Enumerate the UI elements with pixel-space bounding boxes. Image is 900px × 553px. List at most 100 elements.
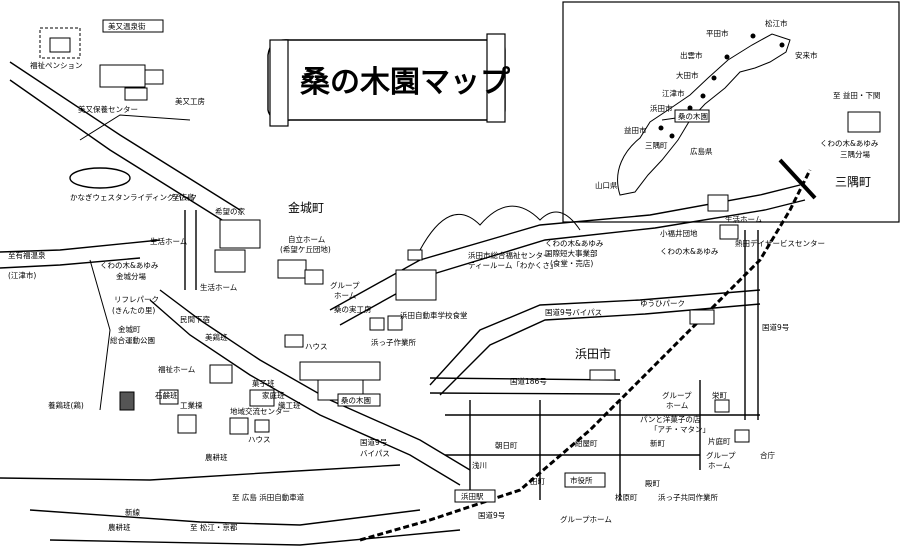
label-kanagi-sports-sub: 総合運動公園 — [110, 335, 155, 345]
label-group-home-4: グループホーム — [560, 514, 612, 524]
label-pan-sub: 「アチ・マタン」 — [650, 425, 710, 434]
label-jiritsu-home: 自立ホーム — [288, 234, 325, 244]
riding-park-track — [69, 167, 131, 189]
label-seikatsu-home-2: 生活ホーム — [200, 282, 237, 292]
label-group-home-1b: ホーム — [334, 291, 356, 300]
label-kuwanomi-kobo: 桑の実工房 — [334, 304, 372, 314]
label-to-matsue: 至 松江・京都 — [190, 522, 238, 532]
buildings — [39, 19, 881, 503]
page-title: 桑の木園マップ — [300, 65, 511, 100]
label-tonomachi: 殿町 — [645, 479, 660, 488]
kuwanomi-kobo-building — [395, 269, 437, 301]
label-misumi-bunshou: くわの木&あゆみ — [820, 138, 879, 148]
label-hamako-2: 浜っ子作業所 — [371, 337, 416, 347]
label-kuwanoki-ayumi-kanagi: くわの木&あゆみ — [100, 260, 159, 270]
inset-map: 平田市 松江市 出雲市 安来市 大田市 江津市 浜田市 益田市 三隅町 広島県 … — [562, 1, 900, 223]
inset-label-yamaguchi: 山口県 — [595, 180, 618, 190]
pension-dashed-box — [39, 27, 81, 59]
inset-label-matsue: 松江市 — [765, 18, 788, 28]
river-bridge — [778, 158, 817, 200]
label-pan: パンと洋菓子の店 — [640, 414, 701, 424]
inset-label-hamada: 浜田市 — [650, 103, 673, 113]
label-noukou: 農耕班 — [205, 452, 228, 462]
label-shokudo-baiten: (食堂・売店) — [550, 258, 593, 268]
hills — [419, 205, 581, 251]
label-kanagi-bunshou: 金城分場 — [116, 271, 146, 281]
label-matsubara: 松原町 — [615, 492, 638, 502]
label-to-ariku: 至有福温泉 — [8, 250, 46, 260]
title-right-post — [486, 33, 506, 123]
label-seikatsu-home-3: 生活ホーム — [725, 214, 762, 224]
label-sakaemachi: 栄町 — [712, 390, 727, 400]
pension-building — [49, 37, 71, 53]
label-kokudo9-bypass-2: 国道9号 — [360, 437, 387, 447]
label-misumi-bunshou-sub: 三隅分場 — [840, 149, 870, 159]
railway-line — [359, 169, 812, 542]
label-katanimachi: 片庭町 — [708, 436, 731, 446]
label-to-hiroshima: 至広島 — [172, 192, 195, 202]
label-house-2: ハウス — [248, 435, 271, 444]
label-kencho: 合庁 — [760, 450, 775, 460]
label-group-home-2b: ホーム — [666, 401, 688, 410]
label-kokudo9-bottom: 国道9号 — [478, 510, 505, 520]
label-hamada-station: 浜田駅 — [461, 491, 484, 501]
label-asagawa: 浅川 — [472, 460, 487, 470]
label-chiiki-koryu: 地域交流センター — [230, 406, 290, 416]
label-misumi-town: 三隅町 — [835, 175, 871, 189]
label-kokudo186: 国道186号 — [510, 376, 547, 386]
inset-label-izumo: 出雲市 — [680, 50, 703, 60]
label-noukou-b: 農耕班 — [108, 522, 131, 532]
label-gotsu: (江津市) — [8, 270, 36, 280]
label-house-1: ハウス — [305, 342, 328, 351]
label-group-home-3: グループ — [706, 450, 736, 460]
kibou-no-ie-building — [219, 219, 261, 249]
label-to-masuda: 至 益田・下関 — [833, 90, 880, 100]
label-hamada-city: 浜田市 — [575, 346, 611, 361]
label-misato-hoyo: 美又保養センター — [78, 104, 138, 114]
label-fukushi-home: 福祉ホーム — [158, 364, 195, 374]
label-kojoto: 工業棟 — [180, 400, 203, 410]
label-shinmachi: 新町 — [650, 438, 665, 448]
label-kokusai-daigaku: 国際短大事業部 — [545, 248, 598, 258]
labels: 美又温泉街 福祉ペンション 美又保養センター 美又工房 かなぎウェスタンライディ… — [8, 21, 880, 532]
label-refresh-park: リフレパーク — [114, 295, 159, 304]
label-misato-kobo: 美又工房 — [175, 96, 205, 106]
label-group-home-1: グループ — [330, 280, 360, 290]
label-kibou-no-ie: 希望の家 — [215, 206, 245, 216]
label-kashiten: 菓子班 — [252, 378, 275, 388]
inset-label-hirata: 平田市 — [706, 28, 729, 38]
inset-label-misumi: 三隅町 — [645, 141, 668, 150]
label-tamachi: 田町 — [530, 477, 545, 486]
inset-label-gotsu: 江津市 — [662, 88, 685, 98]
label-bakkeihan-ebi: 養鶏班(鶏) — [48, 400, 84, 410]
label-asahimachi: 朝日町 — [495, 441, 518, 450]
hamada-station-box — [454, 489, 496, 503]
label-yuuhi-park: ゆうひパーク — [640, 299, 685, 308]
label-hamada-center: 浜田市総合福祉センター — [468, 250, 551, 260]
label-kuwanoki-ayumi-kokusai: くわの木&あゆみ — [545, 238, 604, 248]
title-left-post — [269, 39, 289, 127]
label-shinkansen: 新線 — [125, 507, 140, 517]
train-locomotive — [689, 309, 715, 325]
inset-label-yasugi: 安来市 — [795, 50, 818, 60]
label-kokudo9: 国道9号 — [762, 322, 789, 332]
inset-highlight-label: 桑の木園 — [678, 111, 708, 121]
misato-onsen-box — [102, 19, 164, 33]
label-misato-onsen: 美又温泉街 — [108, 21, 146, 31]
label-shiyakusho: 市役所 — [570, 475, 593, 485]
inset-highlight-box — [674, 109, 710, 123]
label-bakkeihan: 美鶏班 — [205, 332, 228, 342]
label-sekiban: 石鹸班 — [155, 390, 178, 400]
label-shokukou: 織工班 — [278, 400, 301, 410]
label-hamako: 浜っ子共同作業所 — [658, 492, 718, 502]
label-hamada-day: 熱田デイサービスセンター — [735, 238, 825, 248]
label-group-home-3b: ホーム — [708, 461, 730, 470]
label-group-home-2: グループ — [662, 390, 692, 400]
label-kuwanokien: 桑の木園 — [341, 395, 371, 405]
inset-label-masuda: 益田市 — [624, 125, 647, 135]
label-hamada-jidousha: 浜田自動車学校食堂 — [400, 310, 468, 320]
kuwanokien-label-box — [337, 393, 381, 407]
label-fukushi-pension: 福祉ペンション — [30, 60, 83, 70]
